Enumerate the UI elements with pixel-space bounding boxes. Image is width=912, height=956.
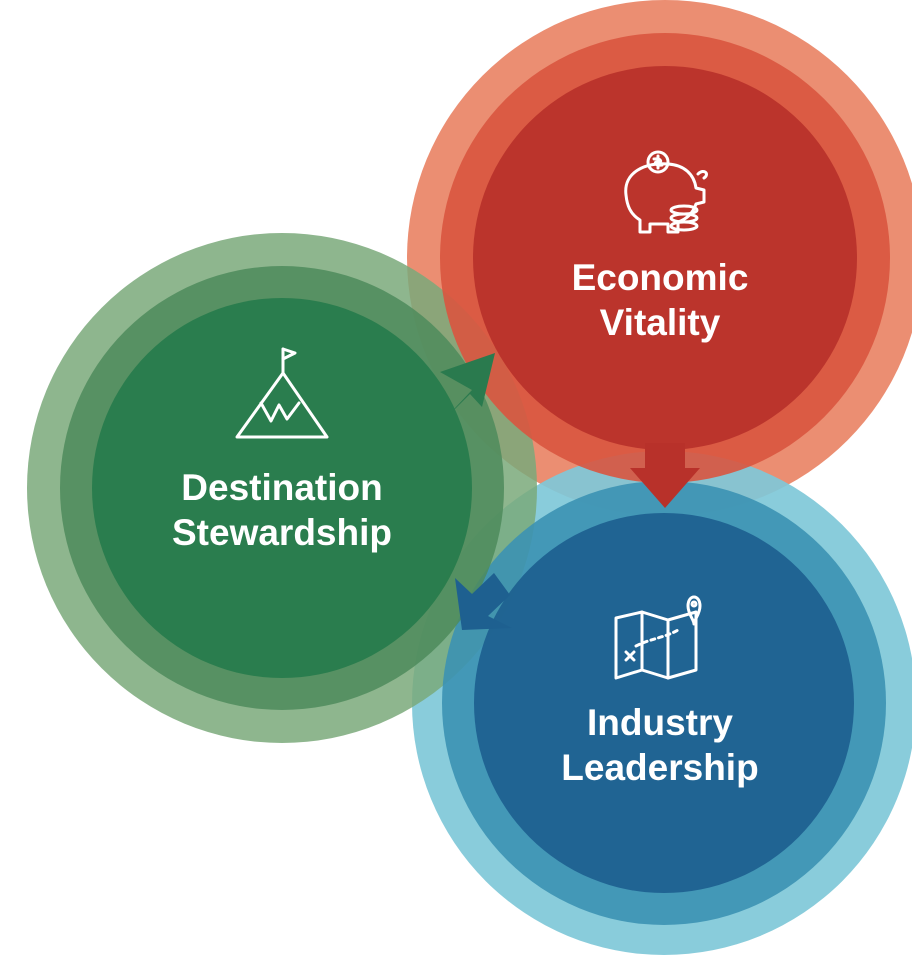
destination-stewardship-label-line2: Stewardship [172, 512, 392, 553]
arrow-stewardship-to-vitality [440, 353, 495, 412]
economic-vitality-label-line1: Economic [572, 257, 749, 298]
economic-vitality-label-line2: Vitality [600, 302, 721, 343]
map-location-icon [614, 595, 702, 680]
economic-vitality-core [473, 66, 857, 450]
destination-stewardship-label-line1: Destination [181, 467, 382, 508]
destination-stewardship-core [92, 298, 472, 678]
mountain-flag-icon [235, 347, 329, 439]
arrow-leadership-to-stewardship [455, 573, 512, 630]
industry-leadership-label-line1: Industry [587, 702, 733, 743]
arrow-vitality-to-leadership [630, 443, 700, 508]
industry-leadership-label-line2: Leadership [561, 747, 758, 788]
industry-leadership-core [474, 513, 854, 893]
piggy-bank-icon [624, 150, 708, 234]
